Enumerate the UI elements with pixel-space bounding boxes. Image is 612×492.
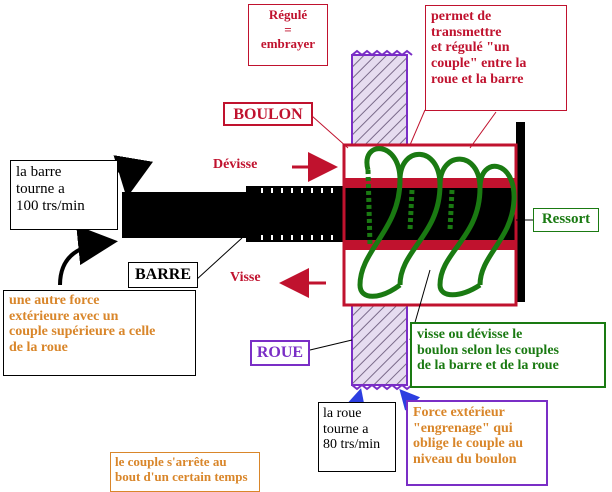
arrow-icon [279,152,338,298]
regule-label: Régulé = embrayer [248,4,328,66]
boulon-outline [342,143,518,307]
visse-label: Visse [230,270,261,285]
boulon-label: BOULON [223,102,313,126]
roue-label: ROUE [250,340,310,366]
hatched-wheel-icon [351,49,413,391]
permet-label: permet de transmettre et régulé "un coup… [425,5,567,111]
couple-arrete-label: le couple s'arrête au bout d'un certain … [110,452,260,492]
visse-devisse-label: visse ou dévisse le boulon selon les cou… [410,322,606,388]
ressort-label: Ressort [533,208,599,232]
devisse-label: Dévisse [213,157,258,172]
roue-speed-label: la roue tourne a 80 trs/min [318,402,396,472]
spring-icon [357,146,517,299]
barre-label: BARRE [128,262,198,288]
barre-speed-label: la barre tourne a 100 trs/min [10,160,118,230]
red-leaders [311,109,497,149]
force-exterieure-label: une autre force extérieure avec un coupl… [3,290,196,376]
force-engrenage-label: Force extérieur "engrenage" qui oblige l… [406,400,548,486]
